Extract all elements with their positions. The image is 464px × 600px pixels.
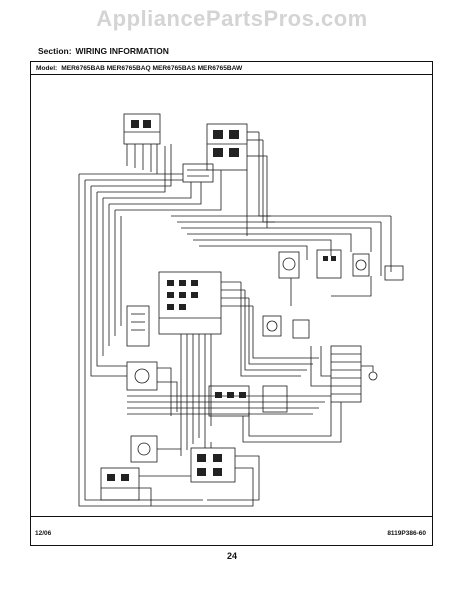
section-label: Section: [38, 46, 72, 56]
part-number: 8119P386-60 [387, 530, 426, 537]
left-side-components [126, 305, 178, 416]
right-terminal-block [310, 345, 378, 403]
footer-rule [31, 516, 432, 517]
bottom-right-switch-block [190, 432, 260, 507]
top-left-switch-block [123, 113, 161, 174]
top-center-junction [182, 163, 214, 183]
center-harness-grid [127, 282, 331, 456]
top-right-switch-block [206, 123, 263, 171]
section-title: WIRING INFORMATION [75, 46, 169, 56]
model-label: Model: [36, 65, 58, 72]
section-heading: Section:WIRING INFORMATION [38, 46, 169, 56]
lower-center-switch-block [208, 385, 342, 443]
model-row: Model:MER6765BAB MER6765BAQ MER6765BAS M… [31, 62, 432, 75]
wiring-diagram [78, 113, 404, 507]
diagram-frame: Model:MER6765BAB MER6765BAQ MER6765BAS M… [30, 61, 433, 546]
center-relay-board [158, 271, 253, 335]
model-numbers: MER6765BAB MER6765BAQ MER6765BAS MER6765… [61, 65, 243, 72]
page-number: 24 [226, 551, 237, 561]
upper-right-component-cluster [171, 215, 404, 306]
watermark: AppliancePartsPros.com [96, 6, 368, 31]
bottom-left-switch-block [100, 435, 158, 501]
revision-date: 12/06 [35, 530, 52, 537]
